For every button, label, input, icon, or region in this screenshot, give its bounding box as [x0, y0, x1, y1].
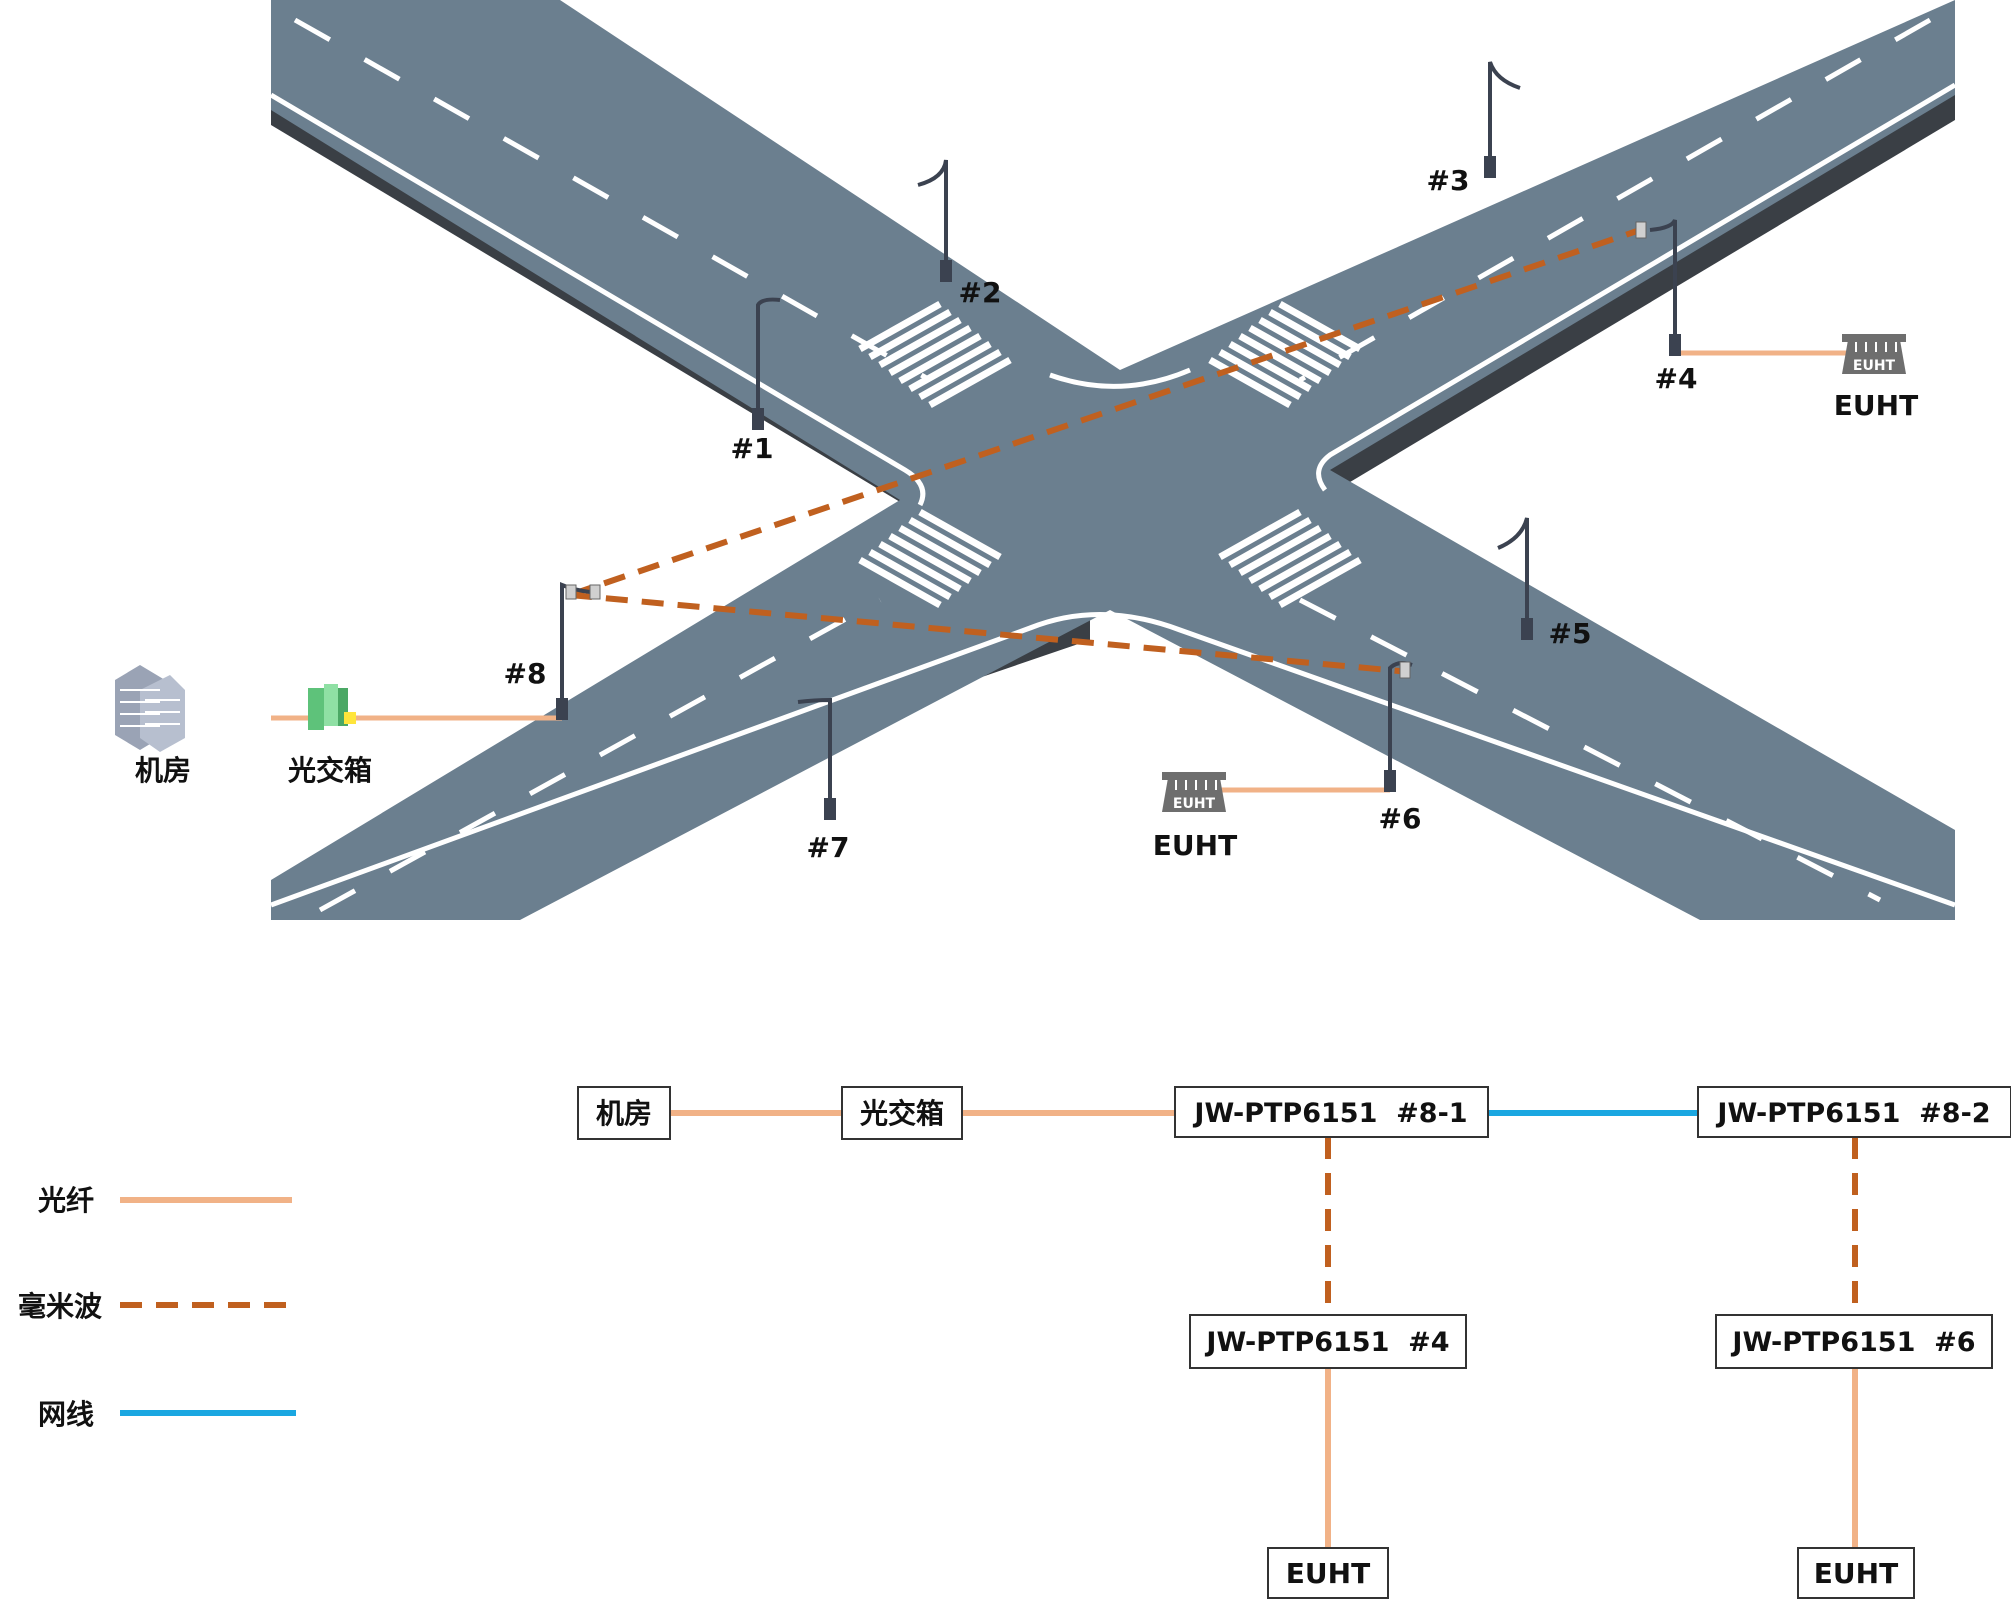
- pole-7: [797, 697, 836, 820]
- pole-label-3: #3: [1427, 164, 1470, 197]
- topo-node-euht-right: EUHT: [1797, 1547, 1915, 1599]
- euht-icon: EUHT: [1162, 772, 1226, 812]
- topo-node-8-1-text: JW-PTP6151 #8-1: [1192, 1098, 1467, 1129]
- pole-label-7: #7: [807, 831, 850, 864]
- pole-5: [1497, 517, 1533, 640]
- pole-4: [1635, 219, 1681, 356]
- pole-label-2: #2: [959, 276, 1002, 309]
- fiber-box-label: 光交箱: [287, 754, 372, 787]
- topo-euht-left-text: EUHT: [1286, 1557, 1370, 1590]
- topo-node-machine-room: 机房: [577, 1086, 671, 1140]
- topo-node-6: JW-PTP6151 #6: [1715, 1314, 1993, 1369]
- topology: 机房 光交箱 JW-PTP6151 #8-1 JW-PTP6151 #8-2 J…: [577, 1086, 2011, 1599]
- topo-machine-room-text: 机房: [596, 1097, 652, 1130]
- pole-3: [1484, 61, 1521, 178]
- topo-node-4-text: JW-PTP6151 #4: [1204, 1327, 1449, 1358]
- mmwave-links: [569, 227, 1641, 675]
- topo-node-8-2: JW-PTP6151 #8-2: [1697, 1086, 2011, 1138]
- euht-icon: EUHT: [1842, 334, 1906, 374]
- topo-node-8-1: JW-PTP6151 #8-1: [1174, 1086, 1489, 1138]
- scene-labels: #1 #2 #3 #4 #5 #6 #7 #8 机房 光交箱 EUHT EUHT: [135, 164, 1918, 864]
- pole-6: [1384, 661, 1413, 792]
- topo-node-euht-left: EUHT: [1267, 1547, 1389, 1599]
- fiber-box-icon: [308, 684, 356, 730]
- light-poles: [556, 61, 1681, 820]
- euht-icon-text: EUHT: [1173, 796, 1216, 812]
- road-surface: [271, 0, 1955, 920]
- pole-label-8: #8: [504, 657, 547, 690]
- pole-label-5: #5: [1549, 617, 1592, 650]
- euht-icon-text: EUHT: [1853, 358, 1896, 374]
- intersection-scene: [271, 0, 1955, 920]
- topo-node-6-text: JW-PTP6151 #6: [1730, 1327, 1975, 1358]
- pole-label-1: #1: [731, 432, 774, 465]
- topo-node-8-2-text: JW-PTP6151 #8-2: [1715, 1098, 1990, 1129]
- building-icon: [115, 665, 185, 752]
- lane-markings: [293, 17, 1932, 913]
- machine-room-label: 机房: [135, 754, 191, 787]
- pole-2: [917, 159, 952, 282]
- pole-label-4: #4: [1655, 362, 1698, 395]
- legend-fiber-label: 光纤: [37, 1184, 94, 1217]
- topo-fiber-box-text: 光交箱: [859, 1097, 944, 1130]
- pole-1: [752, 297, 781, 430]
- topo-node-4: JW-PTP6151 #4: [1189, 1314, 1467, 1369]
- legend-mmwave-label: 毫米波: [18, 1290, 103, 1323]
- topo-euht-right-text: EUHT: [1814, 1557, 1898, 1590]
- topo-node-fiber-box: 光交箱: [841, 1086, 963, 1140]
- pole-8: [556, 582, 601, 720]
- pole-label-6: #6: [1379, 802, 1422, 835]
- scene-fiber-lines: [271, 350, 1850, 793]
- euht-label-right: EUHT: [1834, 389, 1918, 422]
- legend-ethernet-label: 网线: [38, 1398, 94, 1431]
- euht-label-bottom: EUHT: [1153, 829, 1237, 862]
- road-edges: [271, 82, 1955, 908]
- legend: 光纤 毫米波 网线: [18, 1184, 298, 1431]
